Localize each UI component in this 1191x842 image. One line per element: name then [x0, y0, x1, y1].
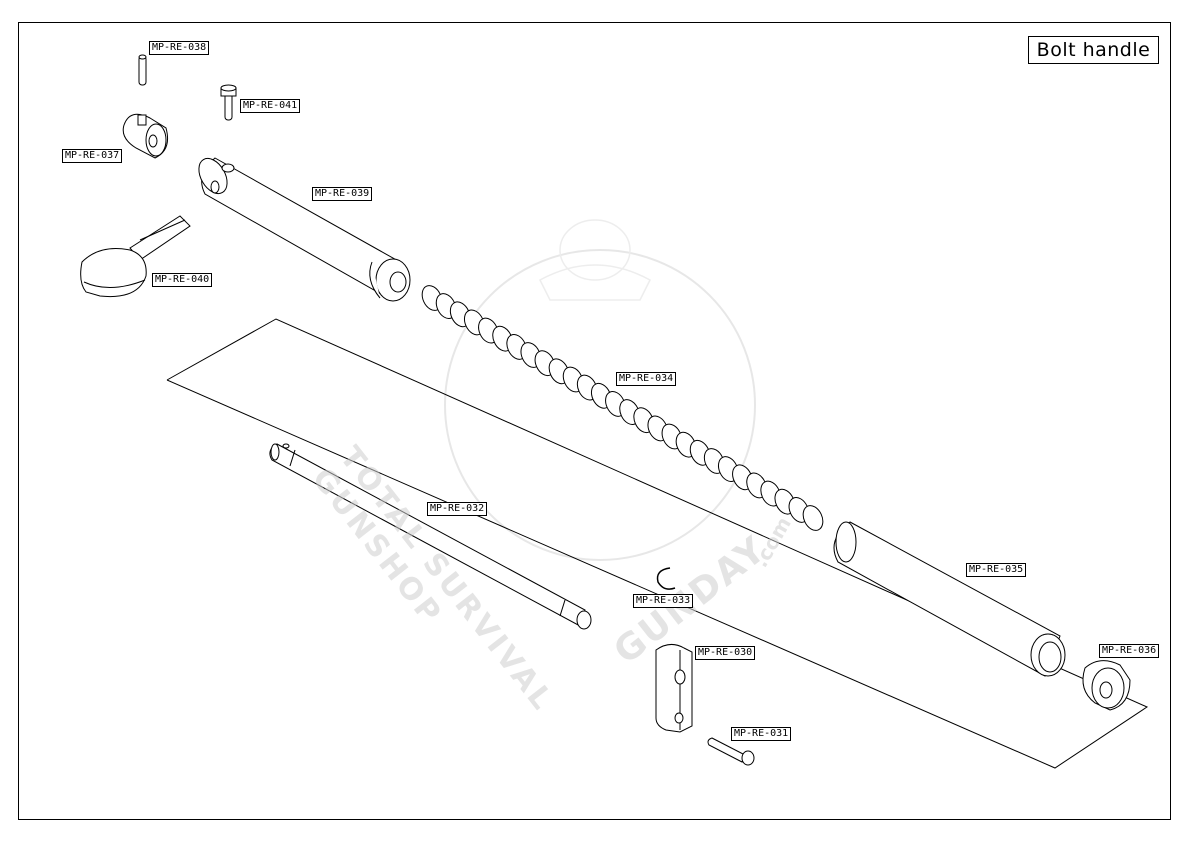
watermark-logo: [444, 219, 756, 561]
part-038-pin: [138, 54, 147, 86]
part-031-screw: [707, 737, 755, 766]
part-037-collar: [122, 113, 169, 159]
part-label-039: MP-RE-039: [312, 187, 373, 201]
part-label-036: MP-RE-036: [1099, 644, 1160, 658]
part-label-032: MP-RE-032: [427, 502, 488, 516]
part-034-spring: [421, 285, 824, 531]
part-041-screw: [220, 84, 237, 121]
part-030-plate: [655, 644, 693, 733]
part-label-041: MP-RE-041: [240, 99, 301, 113]
part-label-034: MP-RE-034: [616, 372, 677, 386]
part-label-031: MP-RE-031: [731, 727, 792, 741]
part-label-033: MP-RE-033: [633, 594, 694, 608]
part-label-038: MP-RE-038: [149, 41, 210, 55]
drawing-frame: [18, 22, 1171, 820]
assembly-outline: [166, 318, 1149, 769]
part-033-eclip: [656, 567, 676, 590]
diagram-title: Bolt handle: [1028, 36, 1159, 64]
part-039-tube: [198, 157, 411, 302]
part-label-030: MP-RE-030: [695, 646, 756, 660]
part-035-sleeve: [833, 521, 1066, 677]
part-label-035: MP-RE-035: [966, 563, 1027, 577]
spring-coil: [802, 505, 824, 531]
part-label-040: MP-RE-040: [152, 273, 213, 287]
part-036-endcap: [1082, 660, 1131, 711]
part-032-rod: [269, 443, 592, 630]
part-label-037: MP-RE-037: [62, 149, 123, 163]
part-040-knob: [80, 215, 191, 298]
